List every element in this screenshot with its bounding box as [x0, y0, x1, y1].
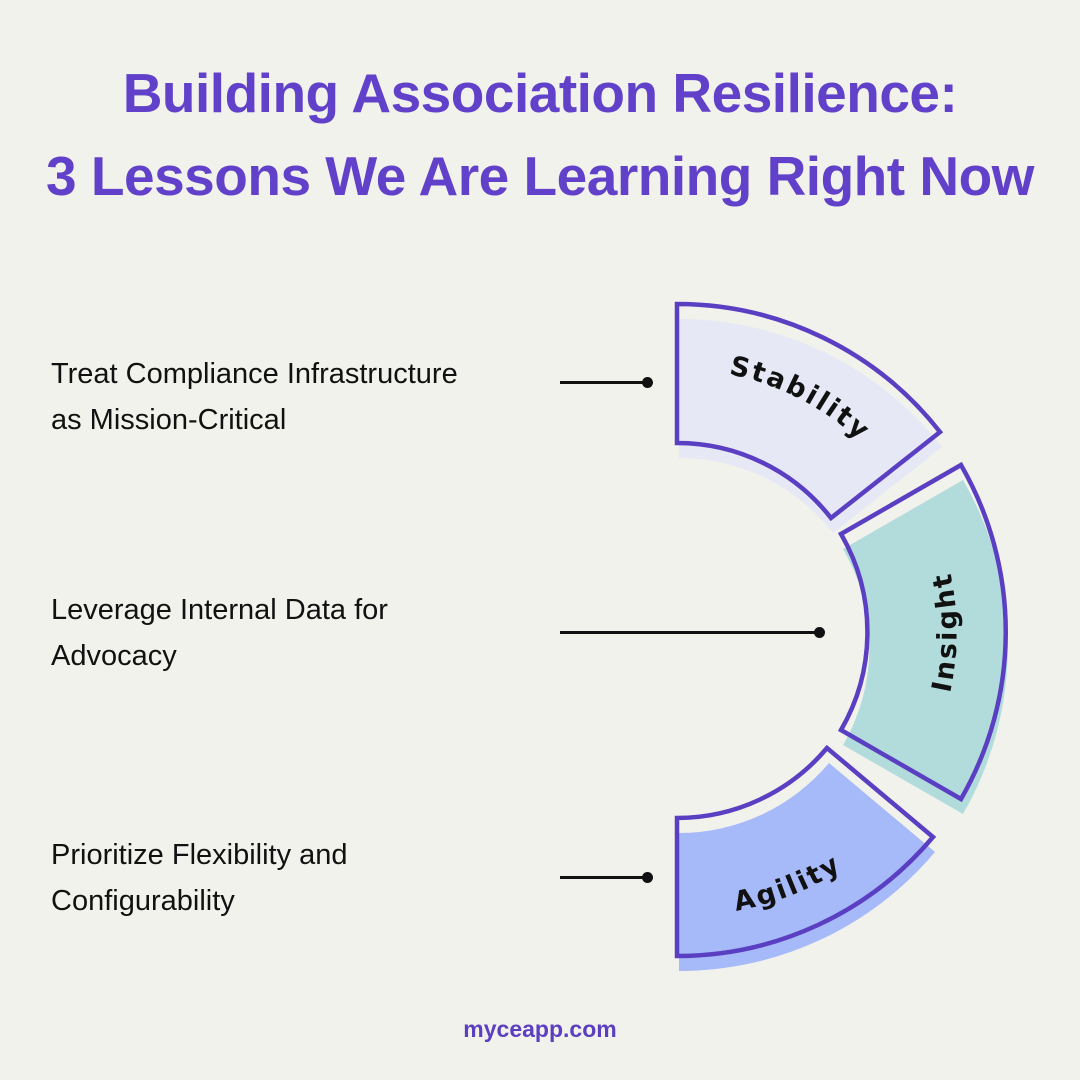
- lesson-text-line-2: as Mission-Critical: [51, 404, 287, 436]
- lesson-agility: Prioritize Flexibility and Configurabili…: [51, 832, 551, 924]
- page-title: Building Association Resilience: 3 Lesso…: [0, 52, 1080, 218]
- lesson-text-line-2: Configurability: [51, 885, 235, 917]
- connector-line-insight: [560, 627, 825, 638]
- title-line-2: 3 Lessons We Are Learning Right Now: [46, 145, 1034, 207]
- lesson-text-line-1: Prioritize Flexibility and: [51, 839, 348, 871]
- segment-insight: Insight: [841, 465, 1008, 814]
- segment-stability: Stability: [677, 304, 942, 533]
- lesson-insight: Leverage Internal Data for Advocacy: [51, 587, 551, 679]
- title-line-1: Building Association Resilience:: [122, 62, 958, 124]
- connector-line-stability: [560, 377, 653, 388]
- lesson-stability: Treat Compliance Infrastructure as Missi…: [51, 351, 551, 443]
- lesson-text-line-1: Leverage Internal Data for: [51, 594, 388, 626]
- lesson-text-line-2: Advocacy: [51, 640, 177, 672]
- segment-agility: Agility: [677, 748, 935, 972]
- lesson-text-line-1: Treat Compliance Infrastructure: [51, 358, 458, 390]
- footer-url[interactable]: myceapp.com: [463, 1016, 617, 1042]
- connector-line-agility: [560, 872, 653, 883]
